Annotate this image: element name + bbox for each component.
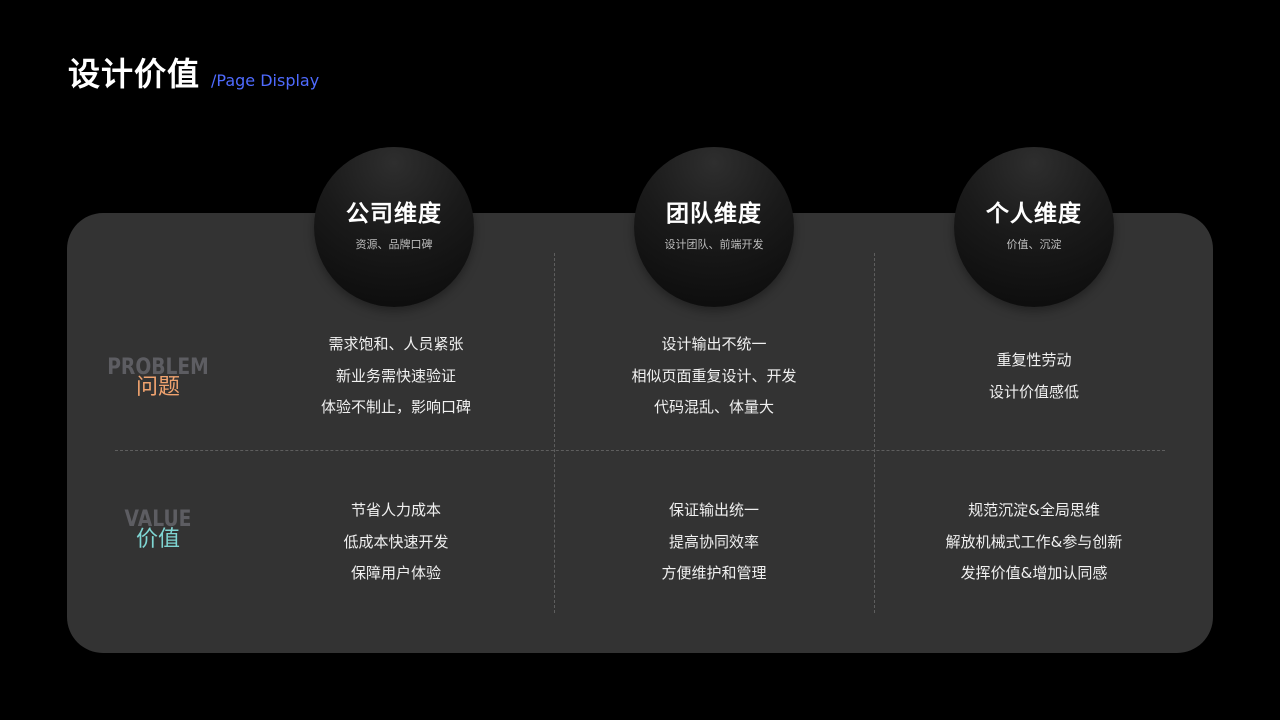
cell-line: 相似页面重复设计、开发 <box>631 366 797 385</box>
cell-line: 节省人力成本 <box>350 501 441 519</box>
cell-line: 保障用户体验 <box>350 564 441 582</box>
column-header-company: 公司维度 资源、品牌口碑 <box>314 147 474 307</box>
column-title: 公司维度 <box>346 201 442 227</box>
cell-line: 保证输出统一 <box>668 501 759 519</box>
cell-problem-personal: 重复性劳动 设计价值感低 <box>884 345 1184 408</box>
column-title: 团队维度 <box>666 201 762 227</box>
cell-line: 体验不制止，影响口碑 <box>320 398 471 416</box>
column-subtitle: 设计团队、前端开发 <box>664 238 764 251</box>
cell-value-company: 节省人力成本 低成本快速开发 保障用户体验 <box>246 495 546 590</box>
column-divider <box>874 253 875 613</box>
column-divider <box>554 253 555 613</box>
cell-value-personal: 规范沉淀&全局思维 解放机械式工作&参与创新 发挥价值&增加认同感 <box>884 495 1184 590</box>
cell-line: 发挥价值&增加认同感 <box>960 564 1108 582</box>
row-divider <box>115 450 1165 451</box>
page-title: 设计价值 <box>68 55 201 93</box>
column-header-personal: 个人维度 价值、沉淀 <box>954 147 1114 307</box>
cell-value-team: 保证输出统一 提高协同效率 方便维护和管理 <box>564 495 864 590</box>
cell-line: 重复性劳动 <box>996 351 1072 369</box>
cell-line: 规范沉淀&全局思维 <box>968 501 1100 519</box>
column-title: 个人维度 <box>986 201 1082 227</box>
cell-line: 低成本快速开发 <box>343 532 449 551</box>
cell-line: 提高协同效率 <box>668 532 759 551</box>
column-header-team: 团队维度 设计团队、前端开发 <box>634 147 794 307</box>
cell-line: 设计输出不统一 <box>661 335 767 353</box>
column-subtitle: 资源、品牌口碑 <box>355 238 433 251</box>
row-label-en: VALUE <box>124 507 192 532</box>
cell-problem-team: 设计输出不统一 相似页面重复设计、开发 代码混乱、体量大 <box>564 329 864 424</box>
cell-line: 新业务需快速验证 <box>335 366 456 385</box>
cell-problem-company: 需求饱和、人员紧张 新业务需快速验证 体验不制止，影响口碑 <box>246 329 546 424</box>
row-label-cn: 价值 <box>135 527 180 552</box>
page-subtitle: /Page Display <box>211 71 320 90</box>
cell-line: 需求饱和、人员紧张 <box>328 335 464 353</box>
cell-line: 方便维护和管理 <box>661 564 767 582</box>
column-subtitle: 价值、沉淀 <box>1006 238 1062 251</box>
row-label-cn: 问题 <box>135 375 180 400</box>
cell-line: 设计价值感低 <box>988 382 1079 401</box>
row-label-en: PROBLEM <box>107 355 209 380</box>
cell-line: 代码混乱、体量大 <box>653 398 774 416</box>
cell-line: 解放机械式工作&参与创新 <box>945 532 1123 551</box>
